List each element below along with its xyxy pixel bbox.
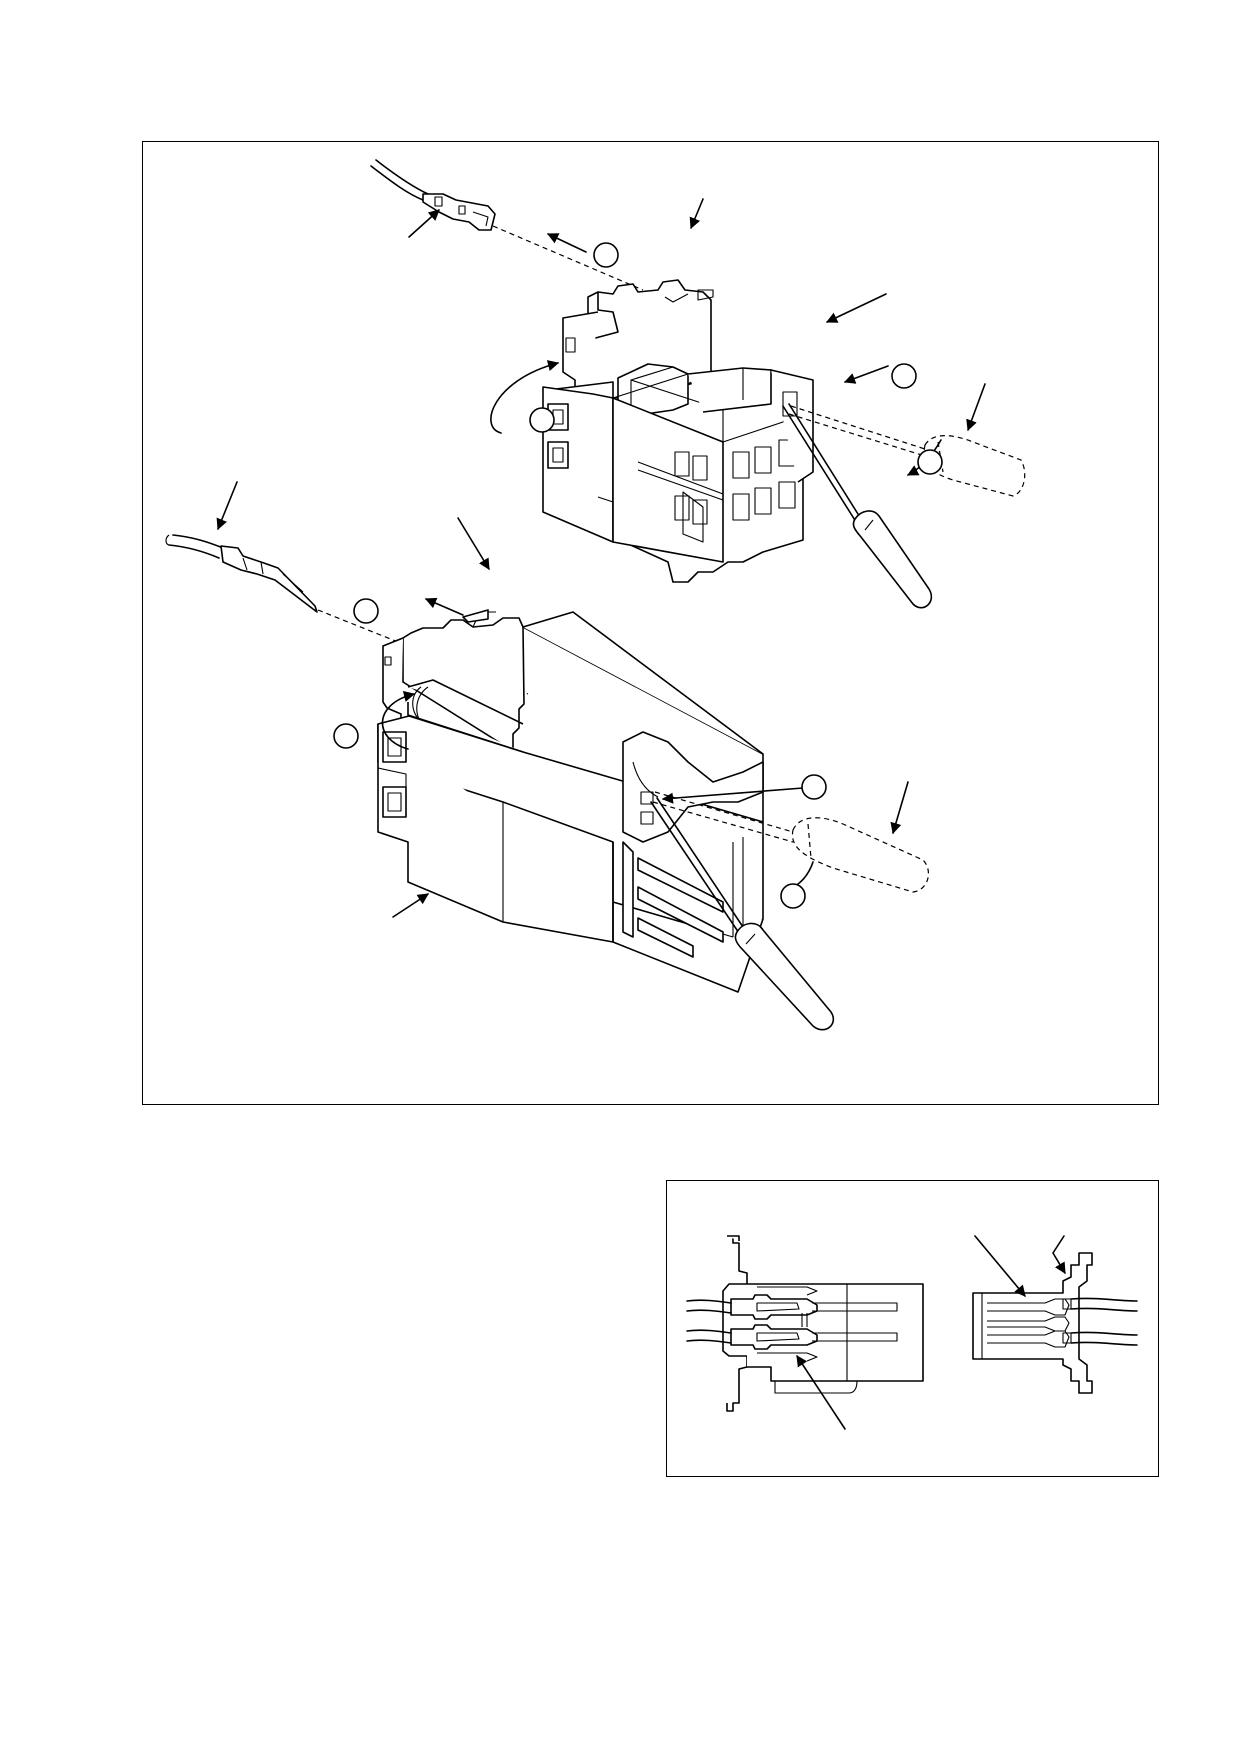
callout-upper-screwdriver-rotate <box>918 450 942 474</box>
callout-lower-tool-tab <box>802 775 826 799</box>
lower-inner-ribs <box>638 837 743 957</box>
left-terminal-upper <box>731 1295 897 1319</box>
upper-screwdriver-ghost <box>789 406 1025 496</box>
left-terminal-lower <box>731 1325 897 1349</box>
upper-screwdriver-leader <box>966 384 985 432</box>
right-section-view <box>973 1236 1137 1393</box>
upper-terminal-leader <box>409 210 440 237</box>
upper-rotate-arrow <box>491 360 560 433</box>
callout-lower-rotate <box>334 724 358 748</box>
lower-tool-tab-arrow <box>661 788 803 804</box>
lower-body-leader <box>393 894 429 917</box>
lower-rotate-arrow <box>382 690 416 749</box>
main-illustration-panel <box>142 141 1159 1105</box>
upper-connector-housing <box>543 280 813 582</box>
callout-upper-tool-tab <box>892 364 916 388</box>
lower-housing-leader <box>458 518 489 570</box>
upper-wire <box>371 160 428 200</box>
left-section-view <box>687 1236 923 1429</box>
right-terminal-upper <box>987 1299 1069 1331</box>
upper-removal-arrow <box>546 234 586 252</box>
upper-housing-leader <box>689 199 703 230</box>
callout-upper-terminal-out <box>594 243 618 267</box>
upper-screwdriver <box>783 404 931 608</box>
callout-lower-screwdriver-rotate <box>781 884 805 908</box>
right-wires <box>1071 1298 1137 1345</box>
left-lance-leader <box>797 1355 845 1429</box>
lower-terminal-leader <box>216 482 237 531</box>
lower-terminal <box>221 546 317 612</box>
upper-tool-tab-arrow <box>843 366 888 384</box>
left-wires <box>687 1300 731 1343</box>
connector-terminal-removal-illustration <box>143 142 1160 1106</box>
upper-terminal <box>423 194 495 230</box>
upper-retainer-leader <box>825 294 886 322</box>
connector-cross-section-illustration <box>667 1181 1160 1478</box>
lower-removal-arrow <box>424 597 463 615</box>
lower-screwdriver-leader <box>890 782 908 835</box>
callout-lower-terminal-out <box>354 599 378 623</box>
cross-section-panel <box>666 1180 1159 1477</box>
callout-upper-rotate <box>530 408 554 432</box>
right-housing-leader <box>1053 1236 1065 1274</box>
lower-screwdriver <box>651 798 833 1030</box>
lower-wire <box>166 535 223 558</box>
lower-terminal-path <box>318 610 528 694</box>
lower-screwdriver-ghost <box>653 792 928 892</box>
right-terminal-lower <box>987 1331 1069 1347</box>
right-terminal-leader <box>975 1236 1025 1297</box>
lower-connector-housing <box>378 610 763 992</box>
upper-terminal-path <box>493 226 643 290</box>
